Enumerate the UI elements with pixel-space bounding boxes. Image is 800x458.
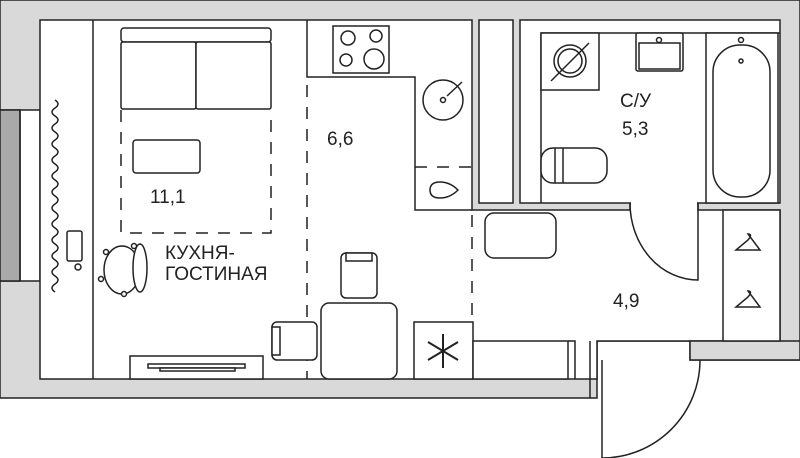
kitchen-area-label: 6,6 [327, 129, 353, 150]
armchair [97, 242, 148, 298]
pouf [484, 212, 557, 259]
drop-icon [429, 181, 460, 199]
hanger-icon [733, 233, 762, 308]
bathroom-door[interactable] [629, 202, 699, 281]
room-name-line2: ГОСТИНАЯ [165, 264, 267, 285]
window [0, 109, 21, 282]
sink-icon [422, 79, 464, 121]
rug [120, 110, 272, 234]
tv-stand [129, 355, 264, 380]
bathroom-name: С/У [620, 91, 652, 112]
sofa [120, 27, 272, 110]
room-name-line1: КУХНЯ- [165, 243, 235, 264]
toilet [540, 147, 608, 184]
fridge [413, 321, 474, 380]
radiator [66, 230, 83, 262]
bathroom-doorway [631, 200, 697, 214]
counter [472, 340, 569, 380]
bathroom-area-label: 5,3 [622, 119, 648, 140]
coffee-table [132, 139, 201, 174]
living-area-label: 11,1 [150, 187, 186, 208]
curtain [51, 99, 59, 293]
stove-icon [332, 25, 390, 74]
hallway-area-label: 4,9 [613, 291, 639, 312]
washbasin [635, 32, 684, 72]
washing-machine [540, 32, 600, 91]
entrance-door[interactable] [601, 359, 701, 458]
shaft [478, 19, 514, 204]
wardrobe [722, 209, 781, 342]
bathtub [705, 32, 779, 204]
dining-table [320, 302, 398, 380]
kitchen-counter [306, 20, 472, 211]
snowflake-icon [427, 334, 459, 368]
